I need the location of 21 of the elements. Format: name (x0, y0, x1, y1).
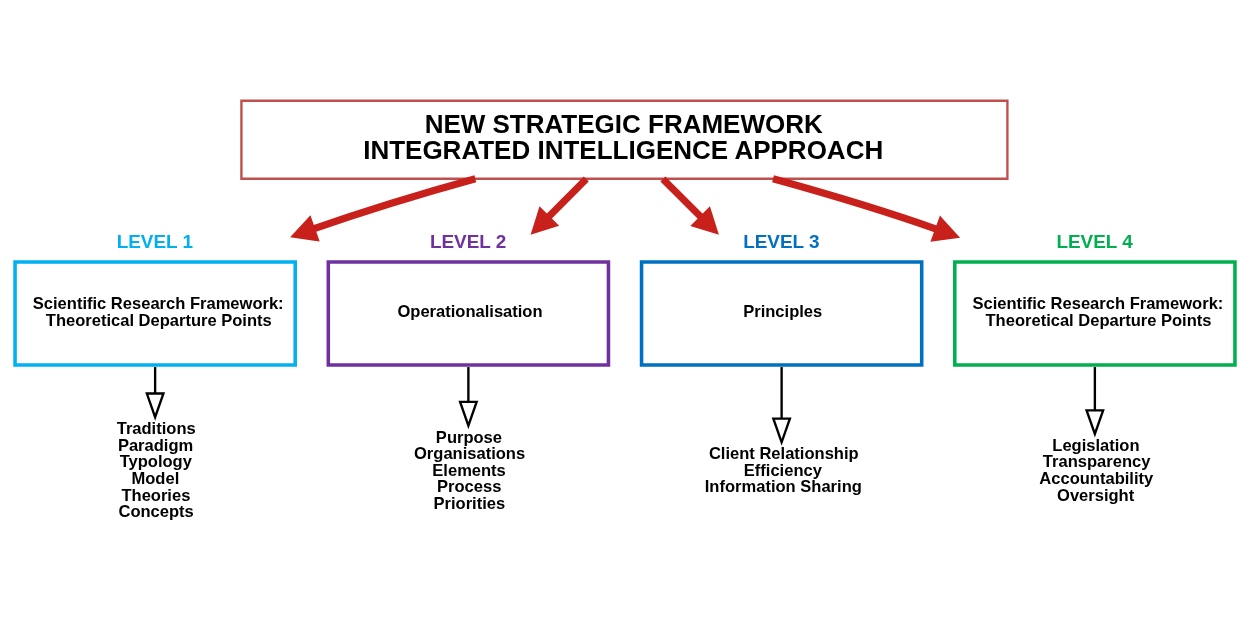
node-text: Purpose Organisations Elements Process Priorities (414, 427, 526, 513)
node-box: Principles (639, 260, 924, 367)
node-label: LEVEL 1 (116, 231, 194, 253)
arrow (145, 367, 166, 421)
arrow (771, 367, 792, 446)
node-label: LEVEL 3 (743, 231, 820, 253)
node-label: LEVEL 4 (1056, 231, 1133, 253)
node-text: Traditions Paradigm Typology Model Theories Concepts (116, 419, 196, 522)
arrow (458, 367, 479, 430)
node-text: Client Relationship Efficiency Information Sharing (704, 444, 862, 497)
arrow (660, 176, 719, 235)
node-box: Scientific Research Framework: Theoretical Departure Points (13, 260, 297, 367)
arrow (1084, 367, 1105, 438)
node-box: Operationalisation (326, 260, 611, 367)
node-label: LEVEL 2 (429, 231, 507, 253)
arrow (530, 176, 589, 235)
node-text: Legislation Transparency Accountability Oversight (1039, 435, 1154, 505)
arrow (772, 175, 961, 242)
arrow (290, 175, 477, 242)
node-box: NEW STRATEGIC FRAMEWORK INTEGRATED INTELLIGENCE APPROACH (240, 99, 1009, 180)
node-box: Scientific Research Framework: Theoretical Departure Points (953, 260, 1237, 367)
